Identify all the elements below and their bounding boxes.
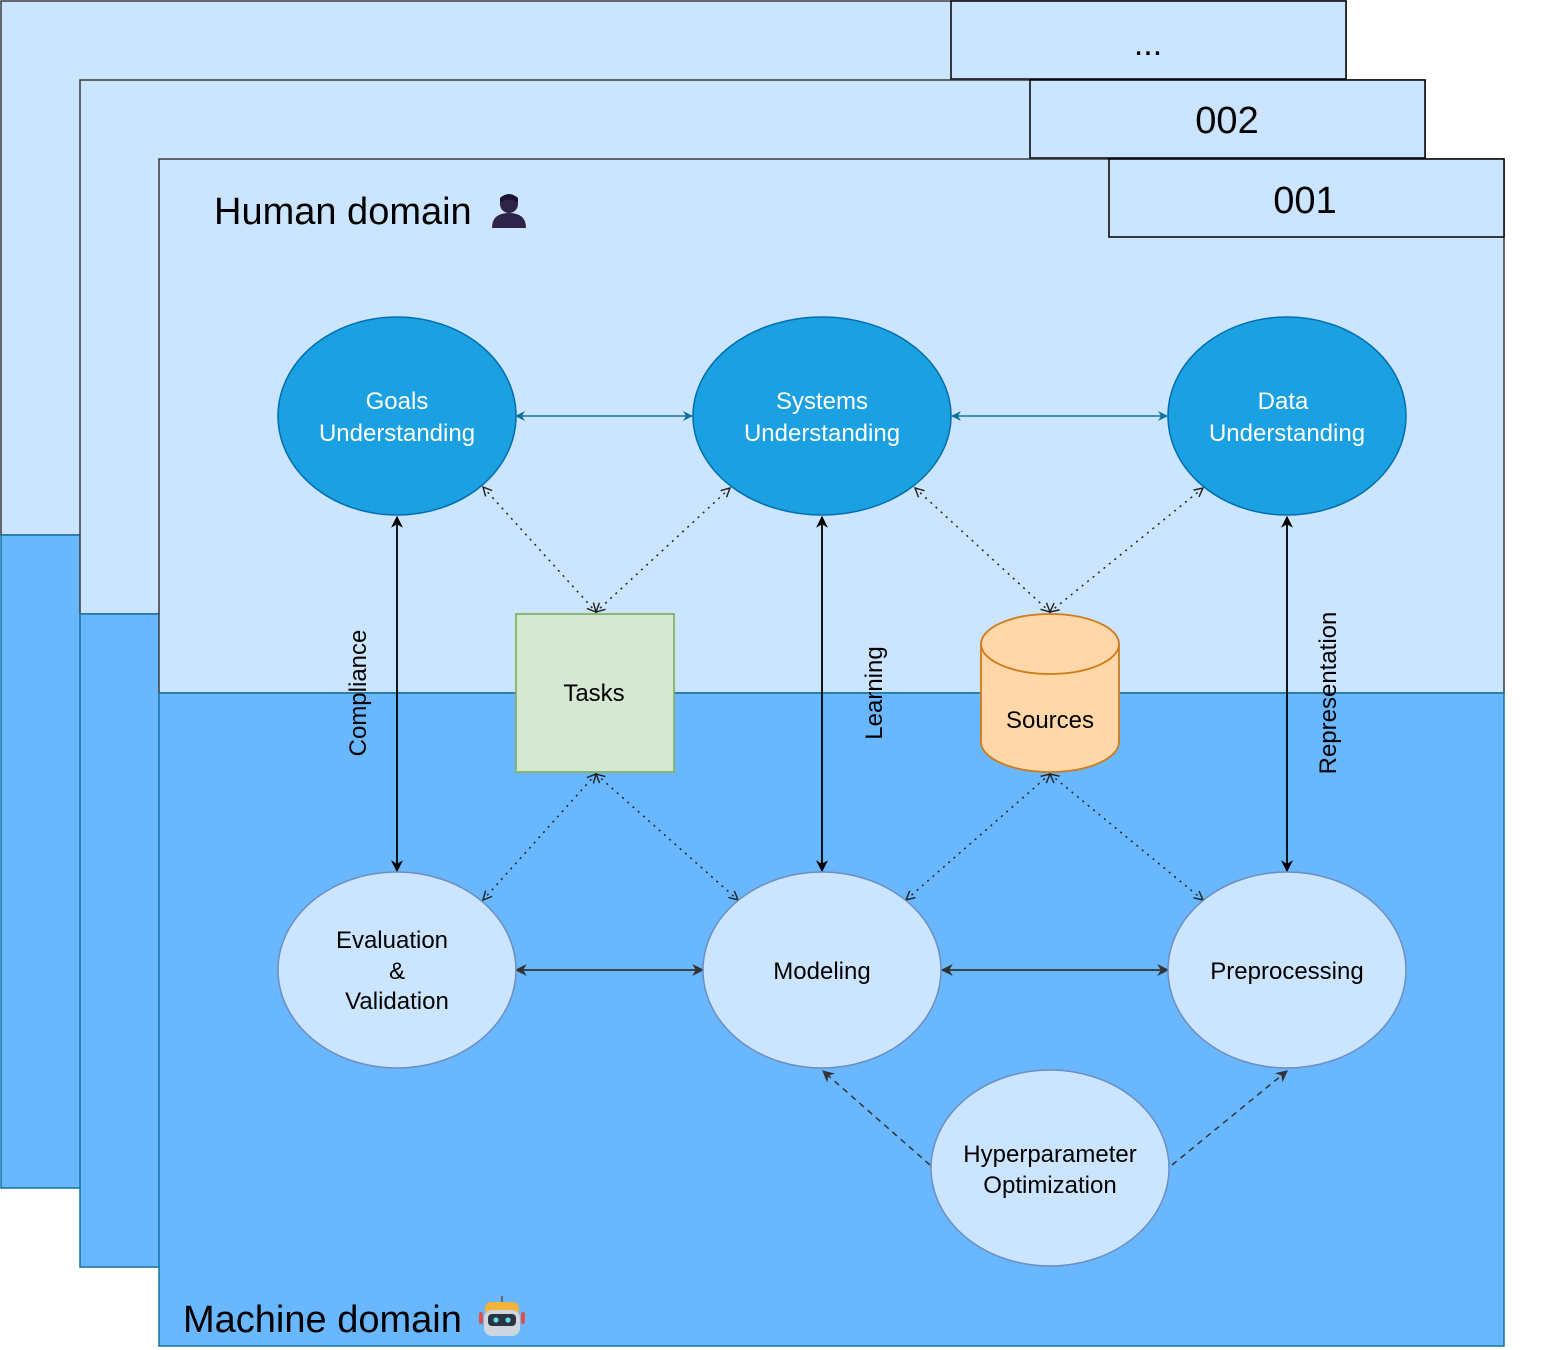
node-evaluation-line2: & xyxy=(389,958,405,985)
node-modeling: Modeling xyxy=(702,871,942,1069)
layer-front-tab-label: 001 xyxy=(1273,180,1336,222)
node-systems-line1: Systems xyxy=(776,388,868,415)
person-icon xyxy=(492,194,526,228)
node-sources-label: Sources xyxy=(1006,707,1094,734)
node-evaluation-validation: Evaluation & Validation xyxy=(277,871,517,1069)
edge-hyperparameter-preprocessing xyxy=(1171,1070,1288,1166)
edge-goals-tasks xyxy=(483,487,596,612)
node-hyperparameter-line2: Optimization xyxy=(983,1172,1116,1199)
node-goals-understanding: Goals Understanding xyxy=(277,316,517,516)
layer-back-tab xyxy=(950,0,1347,80)
robot-icon xyxy=(479,1296,525,1336)
connectors xyxy=(391,411,1293,1166)
layer-middle-tab-label: 002 xyxy=(1195,100,1258,142)
node-tasks-label: Tasks xyxy=(563,680,624,707)
machine-domain-title: Machine domain xyxy=(183,1299,462,1341)
node-preprocessing-label: Preprocessing xyxy=(1210,958,1363,985)
layer-middle-tab xyxy=(1029,79,1426,159)
edge-data-sources xyxy=(1050,488,1203,612)
node-goals-line1: Goals xyxy=(366,388,429,415)
edge-label-learning: Learning xyxy=(861,646,888,739)
edge-hyperparameter-modeling xyxy=(822,1070,931,1166)
node-data-line2: Understanding xyxy=(1209,420,1365,447)
node-systems-line2: Understanding xyxy=(744,420,900,447)
node-evaluation-line3: Validation xyxy=(345,988,449,1015)
node-hyperparameter-line1: Hyperparameter xyxy=(963,1141,1136,1168)
edge-label-compliance: Compliance xyxy=(345,630,372,757)
node-data-line1: Data xyxy=(1258,388,1309,415)
node-hyperparameter-optimization: Hyperparameter Optimization xyxy=(930,1069,1170,1267)
edge-systems-sources xyxy=(915,488,1050,612)
node-preprocessing: Preprocessing xyxy=(1167,871,1407,1069)
edge-tasks-evaluation xyxy=(483,774,596,900)
node-systems-understanding: Systems Understanding xyxy=(692,316,952,516)
node-tasks: Tasks xyxy=(515,613,675,773)
layer-front-tab xyxy=(1108,158,1505,238)
human-domain-title: Human domain xyxy=(214,191,472,233)
node-sources: Sources xyxy=(980,613,1120,773)
node-modeling-label: Modeling xyxy=(773,958,870,985)
node-goals-line2: Understanding xyxy=(319,420,475,447)
layer-back-tab-label: ... xyxy=(1134,25,1162,63)
edge-systems-tasks xyxy=(596,488,730,612)
node-data-understanding: Data Understanding xyxy=(1167,316,1407,516)
edge-sources-preprocessing xyxy=(1050,774,1203,900)
edge-label-representation: Representation xyxy=(1315,612,1342,775)
node-evaluation-line1: Evaluation xyxy=(336,927,448,954)
